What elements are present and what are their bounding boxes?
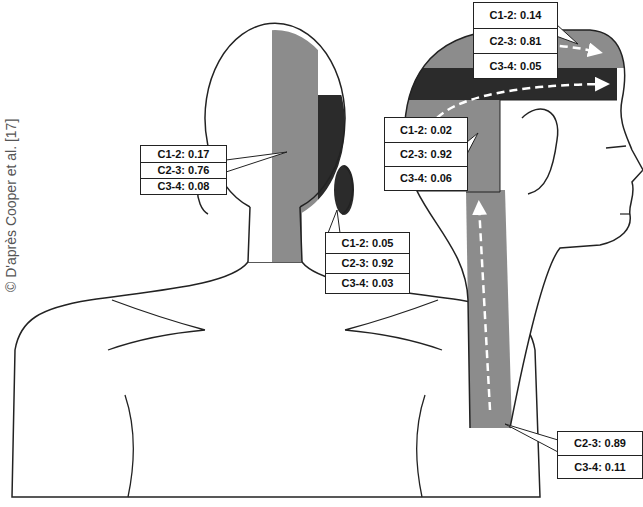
value-row: C1-2: 0.14 <box>474 3 557 28</box>
gray-region <box>466 190 512 430</box>
callout-box: C1-2: 0.05C2-3: 0.92C3-4: 0.03 <box>325 232 410 294</box>
value-row: C2-3: 0.89 <box>558 432 642 455</box>
callout-box: C1-2: 0.02C2-3: 0.92C3-4: 0.06 <box>384 117 468 191</box>
shaded-regions <box>400 20 640 430</box>
profile-outline <box>404 30 643 428</box>
value-row: C2-3: 0.81 <box>474 28 557 53</box>
value-row: C2-3: 0.92 <box>326 253 409 273</box>
value-row: C1-2: 0.17 <box>141 146 226 162</box>
value-row: C2-3: 0.76 <box>141 162 226 178</box>
shaded-regions <box>272 20 358 265</box>
callout-box: C1-2: 0.14C2-3: 0.81C3-4: 0.05 <box>473 2 558 79</box>
value-row: C3-4: 0.03 <box>326 273 409 293</box>
callout-pointer <box>226 152 287 172</box>
value-row: C1-2: 0.02 <box>385 118 467 142</box>
gray-region <box>272 20 318 265</box>
value-row: C2-3: 0.92 <box>385 142 467 166</box>
value-row: C3-4: 0.08 <box>141 178 226 194</box>
arm-line <box>125 395 425 497</box>
copyright-note: © D'après Cooper et al. [17] <box>3 119 19 292</box>
shoulder-line <box>108 300 205 350</box>
value-row: C3-4: 0.05 <box>474 53 557 78</box>
eye-line <box>606 146 626 148</box>
callout-box: C2-3: 0.89C3-4: 0.11 <box>557 431 643 479</box>
callout-box: C1-2: 0.17C2-3: 0.76C3-4: 0.08 <box>140 145 227 195</box>
callout-pointer <box>467 133 478 154</box>
mouth-line <box>620 213 630 214</box>
value-row: C3-4: 0.11 <box>558 455 642 478</box>
torso-outline <box>12 262 540 497</box>
ear-outline <box>522 109 558 194</box>
callout-pointer <box>328 210 340 233</box>
callout-pointer <box>505 424 558 452</box>
value-row: C1-2: 0.05 <box>326 233 409 253</box>
shoulder-line <box>345 300 442 350</box>
dashed-arrow <box>479 205 490 410</box>
callout-pointer <box>556 24 578 44</box>
neck-outline <box>248 207 302 262</box>
region-border <box>466 100 617 192</box>
value-row: C3-4: 0.06 <box>385 166 467 190</box>
